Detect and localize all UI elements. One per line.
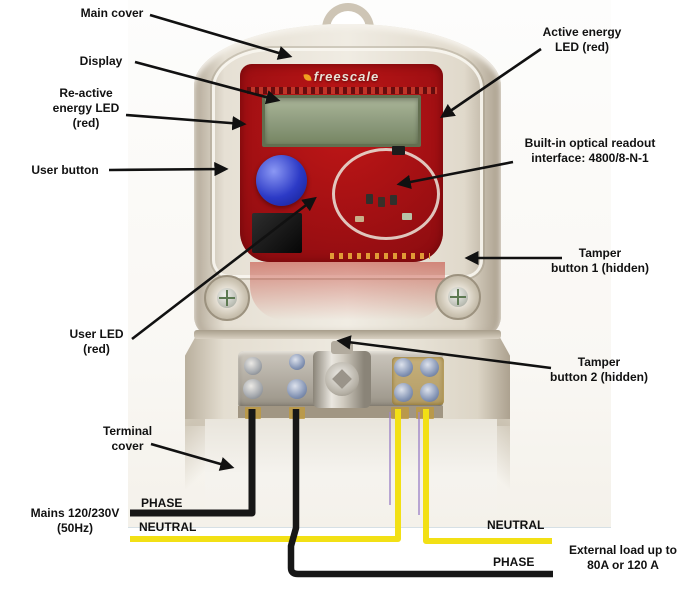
lcd-pin-row [247,87,437,94]
label-main-cover: Main cover [80,6,144,20]
label-optical-interface: Built-in optical readout interface: 4800… [524,136,656,165]
screw-head-icon [448,287,468,307]
label-neutral-in: NEUTRAL [139,520,197,534]
lcd-display [262,95,421,147]
terminal-screw [394,383,413,402]
label-user-button: User button [31,163,99,177]
terminal-screw [394,358,413,377]
cover-screw-right [435,274,481,320]
label-neutral-out: NEUTRAL [487,518,545,532]
terminal-cover-area [205,419,497,519]
label-mains: Mains 120/230V (50Hz) [30,506,120,535]
terminal-medallion [325,362,359,396]
logo-seed-icon [303,73,312,82]
wire-connector-tab [391,407,409,419]
mcu-chip [252,213,302,253]
wire-connector-tab [245,407,261,419]
label-phase-out: PHASE [493,555,535,569]
terminal-screw [420,383,439,402]
terminal-screw [420,358,439,377]
wire-connector-tab [416,407,434,419]
user-button-dome [256,155,307,206]
terminal-screw [243,379,263,399]
pcb-component [390,195,397,205]
label-display: Display [79,54,123,68]
label-external-load: External load up to 80A or 120 A [568,543,677,572]
pcb-component [402,213,412,220]
pcb-pads [330,253,430,259]
wire-connector-tab [289,407,305,419]
optical-interface-ring [332,148,440,240]
logo-text: freescale [313,69,380,84]
terminal-screw [287,379,307,399]
pcb-component [392,146,405,155]
case-seam [194,330,501,339]
terminal-screw [244,357,262,375]
label-terminal-cover: Terminal cover [102,424,153,453]
label-tamper-button-1: Tamper button 1 (hidden) [551,246,649,275]
tamper-latch [331,341,353,354]
cover-screw-left [204,275,250,321]
freescale-logo: freescale [240,69,443,84]
label-tamper-button-2: Tamper button 2 (hidden) [550,355,648,384]
terminal-screw [289,354,305,370]
pcb-component [366,194,373,204]
pcb-component [378,197,385,207]
label-user-led: User LED (red) [69,327,124,356]
pcb-component [355,216,364,222]
pcb-reflection [250,262,445,320]
label-active-energy-led: Active energy LED (red) [542,25,622,54]
label-phase-in: PHASE [141,496,183,510]
label-reactive-energy-led: Re-active energy LED (red) [52,86,120,130]
screw-head-icon [217,288,237,308]
